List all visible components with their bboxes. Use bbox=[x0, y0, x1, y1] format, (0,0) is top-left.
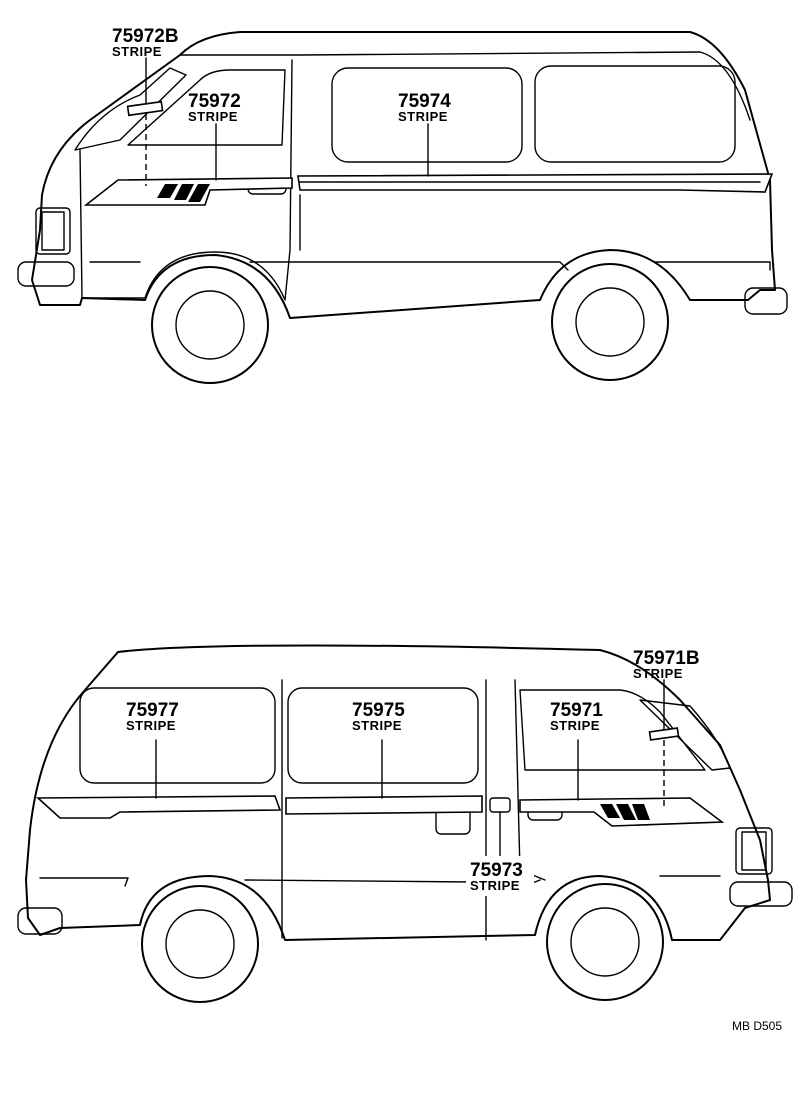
van-right-side-view bbox=[17, 644, 793, 1003]
svg-text:STRIPE: STRIPE bbox=[470, 878, 520, 893]
svg-text:75971: 75971 bbox=[550, 700, 603, 721]
svg-text:75972: 75972 bbox=[188, 91, 241, 112]
rear-window bbox=[534, 65, 736, 163]
callout-75973: 75973 STRIPE bbox=[466, 856, 534, 896]
rear-bumper-2 bbox=[17, 907, 63, 935]
callout-75971b: 75971B STRIPE bbox=[633, 648, 700, 681]
svg-text:75973: 75973 bbox=[470, 860, 523, 881]
front-wheel-2 bbox=[546, 883, 664, 1001]
front-bumper bbox=[17, 261, 75, 287]
callout-75977: 75977 STRIPE bbox=[126, 700, 179, 733]
sliding-door-window bbox=[287, 687, 479, 784]
stripe-75971 bbox=[519, 797, 725, 827]
svg-text:STRIPE: STRIPE bbox=[550, 718, 600, 733]
front-side-window bbox=[79, 687, 276, 784]
rear-wheel bbox=[551, 263, 669, 381]
svg-text:75972B: 75972B bbox=[112, 26, 179, 47]
svg-text:STRIPE: STRIPE bbox=[126, 718, 176, 733]
headlight-2 bbox=[735, 827, 773, 875]
front-door-outline bbox=[79, 59, 293, 301]
stripe-75977 bbox=[35, 795, 282, 819]
callout-75972: 75972 STRIPE bbox=[188, 91, 241, 124]
windshield-2 bbox=[639, 699, 731, 771]
svg-text:STRIPE: STRIPE bbox=[352, 718, 402, 733]
stripe-75974 bbox=[297, 173, 774, 193]
van-body-outline bbox=[31, 31, 776, 319]
van-left-side-view bbox=[17, 31, 788, 384]
svg-text:STRIPE: STRIPE bbox=[633, 666, 683, 681]
cab-door-window bbox=[519, 689, 706, 771]
svg-text:STRIPE: STRIPE bbox=[398, 109, 448, 124]
svg-text:75971B: 75971B bbox=[633, 648, 700, 669]
svg-text:75974: 75974 bbox=[398, 91, 451, 112]
svg-text:STRIPE: STRIPE bbox=[188, 109, 238, 124]
svg-text:75975: 75975 bbox=[352, 700, 405, 721]
callout-75971: 75971 STRIPE bbox=[550, 700, 603, 733]
front-wheel bbox=[151, 266, 269, 384]
front-bumper-2 bbox=[729, 881, 793, 907]
svg-text:STRIPE: STRIPE bbox=[112, 44, 162, 59]
roof-line bbox=[179, 51, 751, 121]
van-body-outline-2 bbox=[25, 644, 771, 941]
stripe-75972 bbox=[83, 177, 293, 206]
callout-75975: 75975 STRIPE bbox=[352, 700, 405, 733]
svg-text:75977: 75977 bbox=[126, 700, 179, 721]
reference-code: MB D505 bbox=[732, 1019, 782, 1033]
headlight bbox=[35, 207, 71, 255]
callout-75974: 75974 STRIPE bbox=[398, 91, 451, 124]
rear-wheel-2 bbox=[141, 885, 259, 1003]
middle-window bbox=[331, 67, 523, 163]
callout-75972b: 75972B STRIPE bbox=[112, 26, 179, 59]
stripe-75972b bbox=[126, 100, 164, 117]
rear-bumper bbox=[744, 287, 788, 315]
fuel-lid bbox=[489, 797, 511, 813]
stripe-75975 bbox=[285, 795, 483, 815]
windshield bbox=[74, 67, 187, 151]
front-door-window bbox=[127, 69, 286, 146]
